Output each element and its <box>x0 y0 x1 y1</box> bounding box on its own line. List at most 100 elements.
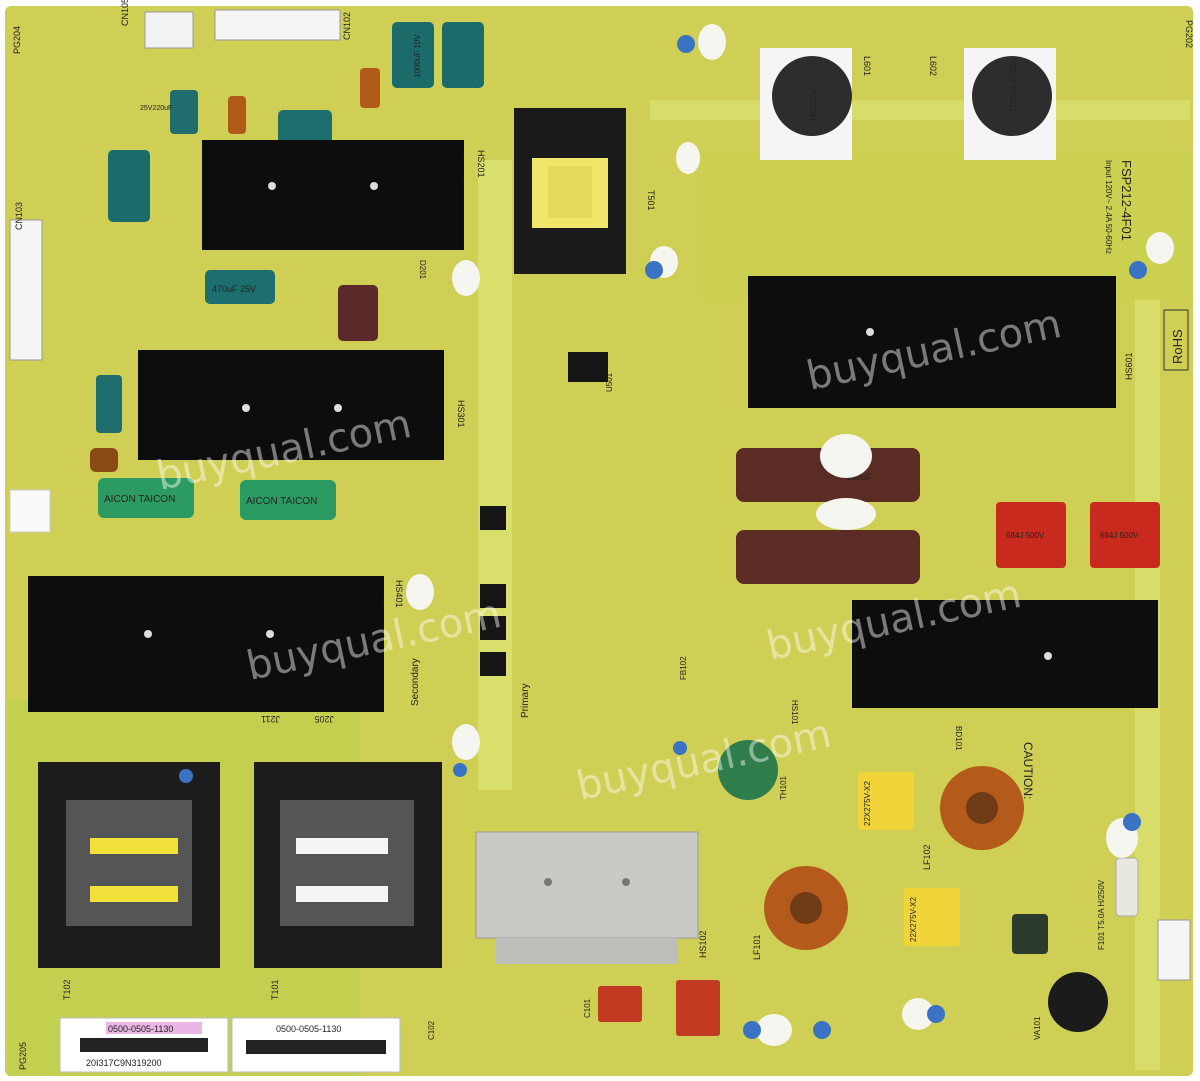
xcap-label-2: 22X275V-X2 <box>909 897 918 942</box>
choke-l601 <box>772 56 852 136</box>
isolation-stripe <box>478 160 512 790</box>
capacitor-c606 <box>1090 502 1160 568</box>
ref-th101: TH101 <box>779 775 788 800</box>
choke-l601-mark: T101041 <box>808 90 817 122</box>
ref-va101: VA101 <box>1033 1016 1042 1040</box>
xcap-label-1: 22X275V-X2 <box>863 781 872 826</box>
ref-hs102: HS102 <box>698 930 708 958</box>
screw-hs301b <box>334 404 342 412</box>
glue-blob-8 <box>452 724 480 760</box>
fuse-f101 <box>1115 857 1139 917</box>
heatsink-hs102-flange <box>496 938 678 964</box>
capacitor-c501 <box>338 285 378 341</box>
heatsink-pfc <box>852 600 1158 708</box>
cap-1000-label: 1000uF 10V <box>413 34 422 78</box>
heatsink-hs102 <box>475 831 699 939</box>
capacitor-c203 <box>278 110 332 144</box>
ref-pg205: PG205 <box>18 1042 28 1070</box>
transformer-t102-bar2 <box>90 886 178 902</box>
capacitor-c206 <box>96 375 122 433</box>
inductor-l401 <box>90 448 118 472</box>
isolation-stripe-2 <box>650 100 1190 120</box>
opto-pc102 <box>480 616 506 640</box>
ycap-1 <box>677 35 695 53</box>
glue-blob-2 <box>676 142 700 174</box>
ic-u501 <box>568 352 608 382</box>
choke-l602 <box>972 56 1052 136</box>
xcap-cx102 <box>858 772 914 830</box>
toroid-lf101-center <box>790 892 822 924</box>
ref-bd101: BD101 <box>954 726 963 751</box>
heatsink-hs201 <box>202 140 464 250</box>
ref-pg202: PG202 <box>1184 20 1194 48</box>
ref-c102: C102 <box>427 1020 436 1040</box>
glue-blob-12 <box>1146 232 1174 264</box>
ycap-7 <box>927 1005 945 1023</box>
ycap-10 <box>179 769 193 783</box>
opto-pc101 <box>480 652 506 676</box>
ref-hs101: HS101 <box>790 700 799 725</box>
board-input: Input 120V~ 2.4A 50-60Hz <box>1104 160 1113 254</box>
ref-hs301: HS301 <box>456 400 466 428</box>
inductor-l201 <box>360 68 380 108</box>
part-number-right: 0500-0505-1130 <box>276 1024 341 1034</box>
screw-hs201a <box>268 182 276 190</box>
heatsink-hs401 <box>28 576 384 712</box>
cap-470-label: 470uF 25V <box>212 284 256 294</box>
ref-t102: T102 <box>62 979 72 1000</box>
ref-l602: L602 <box>928 56 938 76</box>
thermistor-th101 <box>718 740 778 800</box>
ycap-9 <box>453 763 467 777</box>
caution-label: CAUTION: <box>1021 742 1035 799</box>
toroid-lf102-center <box>966 792 998 824</box>
screw-hs102b <box>622 878 630 886</box>
transformer-t501-center <box>548 166 592 218</box>
glue-blob-3 <box>452 260 480 296</box>
capacitor-bulk-2 <box>736 530 920 584</box>
ycap-8 <box>673 741 687 755</box>
copper-pour-right <box>700 150 1190 300</box>
transformer-t101-window <box>280 800 414 926</box>
ref-t101: T101 <box>270 979 280 1000</box>
transformer-t102-bar1 <box>90 838 178 854</box>
ycap-3 <box>1129 261 1147 279</box>
transformer-t102-window <box>66 800 192 926</box>
transformer-t101-bar2 <box>296 886 388 902</box>
screw-hs401b <box>266 630 274 638</box>
capacitor-taicon-1 <box>98 478 194 518</box>
capacitor-c302 <box>170 90 198 134</box>
inductor-lf103 <box>1012 914 1048 954</box>
capacitor-c202b <box>442 22 484 88</box>
screw-hs301a <box>242 404 250 412</box>
capacitor-c405 <box>205 270 275 304</box>
ref-d201: D201 <box>418 260 427 280</box>
screw-pfc <box>1044 652 1052 660</box>
ycap-2 <box>645 261 663 279</box>
inductor-l301 <box>228 96 246 134</box>
ref-t501: T501 <box>646 190 656 211</box>
qr-sticker <box>9 489 51 533</box>
glue-blob-6 <box>816 498 876 530</box>
ref-u501: U501 <box>605 372 614 392</box>
ref-hs401: HS401 <box>394 580 404 608</box>
ref-cn105: CN105 <box>120 0 130 26</box>
cap-big-label: 180uF <box>846 472 872 482</box>
heatsink-hs301 <box>138 350 444 460</box>
ref-l601: L601 <box>862 56 872 76</box>
ref-lf102: LF102 <box>922 844 932 870</box>
ycap-6 <box>813 1021 831 1039</box>
fuse-label: F101 T5.0A H/250V <box>1097 879 1106 950</box>
part-number-left: 0500-0505-1130 <box>108 1024 173 1034</box>
secondary-label: Primary <box>520 684 531 718</box>
transformer-t101-bar1 <box>296 838 388 854</box>
screw-hs401a <box>144 630 152 638</box>
cap-small-label: 25V220uF <box>140 105 172 112</box>
glue-blob-1 <box>698 24 726 60</box>
connector-cn102 <box>214 9 341 41</box>
connector-cn103 <box>9 219 43 361</box>
glue-blob-11 <box>902 998 934 1030</box>
ref-hs601: HS601 <box>1124 352 1134 380</box>
capacitor-taicon-2 <box>240 480 336 520</box>
screw-hs201b <box>370 182 378 190</box>
taicon-label-1: AICON TAICON <box>104 494 175 505</box>
